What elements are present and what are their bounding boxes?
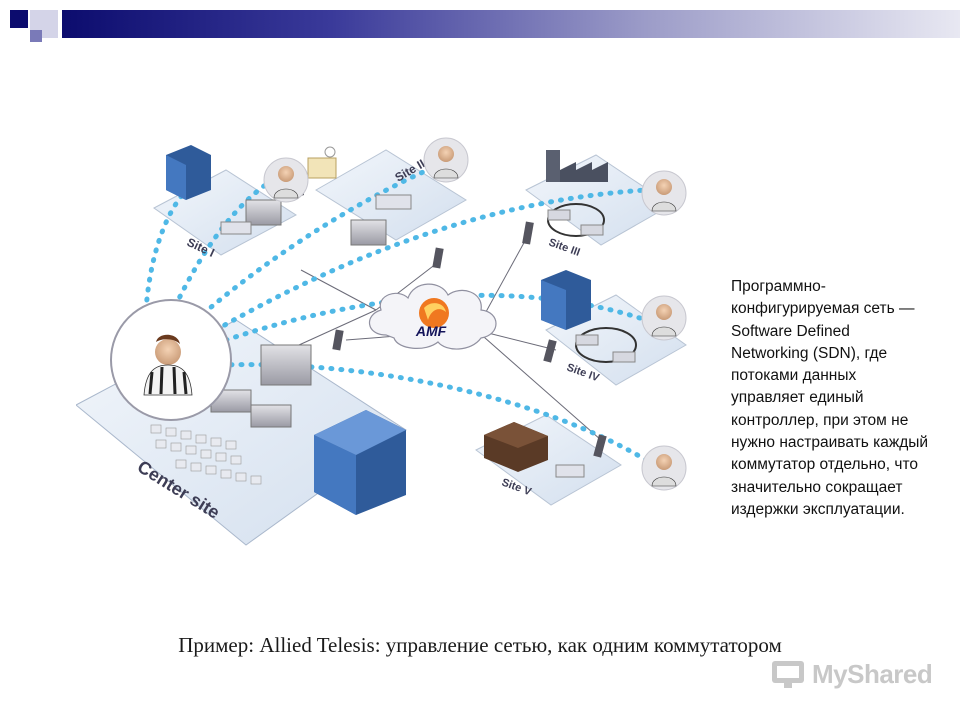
header-square-dark <box>10 10 28 28</box>
myshared-logo-icon <box>772 661 804 688</box>
site-4-building-icon <box>541 270 591 330</box>
header-square-mid <box>30 30 42 42</box>
admin-avatar-5 <box>641 445 687 491</box>
site-4: Site IV <box>541 270 637 385</box>
remote-admins <box>263 137 687 491</box>
site-3-label: Site III <box>547 237 582 259</box>
controller-admin <box>110 299 232 421</box>
header-gradient-bar <box>62 10 960 38</box>
admin-avatar-1 <box>263 157 309 203</box>
slide-caption: Пример: Allied Telesis: управление сетью… <box>178 633 782 657</box>
slide-header-decoration <box>0 0 960 60</box>
site-3-factory-icon <box>546 150 608 182</box>
server-rack-group <box>150 424 262 485</box>
watermark-text: MyShared <box>812 659 933 689</box>
center-site-equipment <box>150 344 406 515</box>
admin-avatar-3 <box>641 170 687 216</box>
admin-avatar-2 <box>423 137 469 183</box>
amf-cloud: AMF <box>369 283 497 350</box>
admin-avatar-4 <box>641 295 687 341</box>
site-5-house-icon <box>484 422 548 472</box>
network-diagram: AMF <box>76 137 687 546</box>
cloud-label: AMF <box>415 323 447 339</box>
core-switch <box>260 344 312 386</box>
myshared-watermark: MyShared <box>770 656 933 696</box>
site-2-school-icon <box>307 146 337 179</box>
site-1-building-icon <box>166 145 211 200</box>
sdn-description: Программно-конфигурируемая сеть — Softwa… <box>731 278 929 518</box>
center-building-icon <box>314 410 406 515</box>
